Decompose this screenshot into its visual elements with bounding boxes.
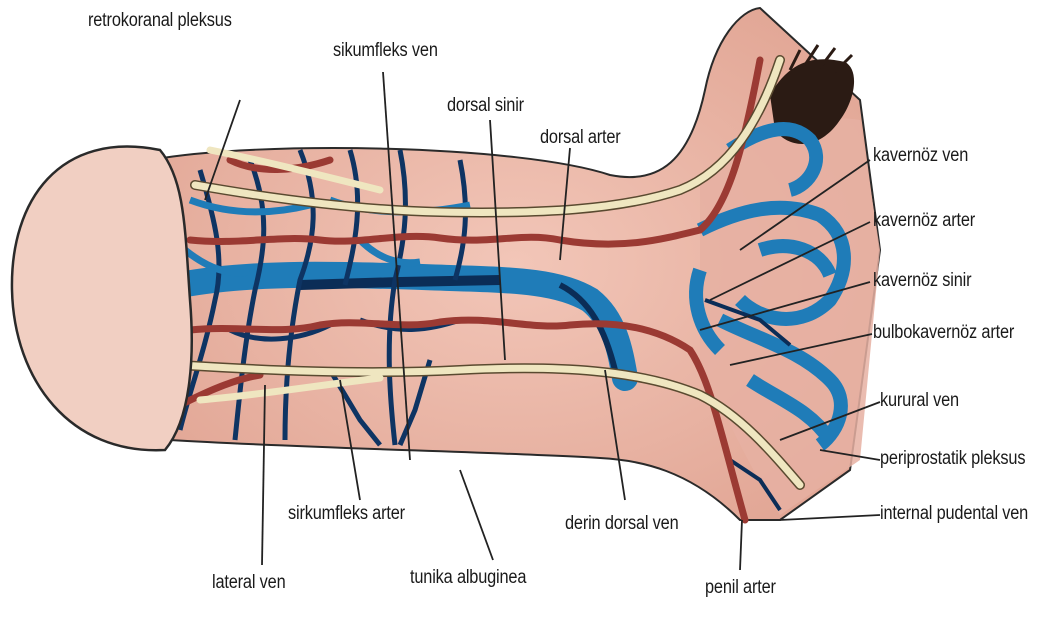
label-penil-arter: penil arter: [705, 577, 776, 599]
label-kavernoz-arter: kavernöz arter: [873, 210, 975, 232]
glans: [12, 147, 192, 451]
label-lateral-ven: lateral ven: [212, 572, 286, 594]
label-kavernoz-ven: kavernöz ven: [873, 145, 968, 167]
label-dorsal-arter: dorsal arter: [540, 127, 621, 149]
label-kavernoz-sinir: kavernöz sinir: [873, 270, 971, 292]
label-dorsal-sinir: dorsal sinir: [447, 95, 524, 117]
label-internal-pudental-ven: internal pudental ven: [880, 503, 1028, 525]
label-bulbokavernoz-arter: bulbokavernöz arter: [873, 322, 1014, 344]
label-krural-ven: kurural ven: [880, 390, 959, 412]
label-periprostatik-pleksus: periprostatik pleksus: [880, 448, 1025, 470]
label-sirkumfleks-ven: sikumfleks ven: [333, 40, 438, 62]
label-tunika-albuginea: tunika albuginea: [410, 567, 526, 589]
label-retrokoronal-pleksus: retrokoranal pleksus: [88, 10, 232, 32]
label-sirkumfleks-arter: sirkumfleks arter: [288, 503, 405, 525]
label-derin-dorsal-ven: derin dorsal ven: [565, 513, 679, 535]
